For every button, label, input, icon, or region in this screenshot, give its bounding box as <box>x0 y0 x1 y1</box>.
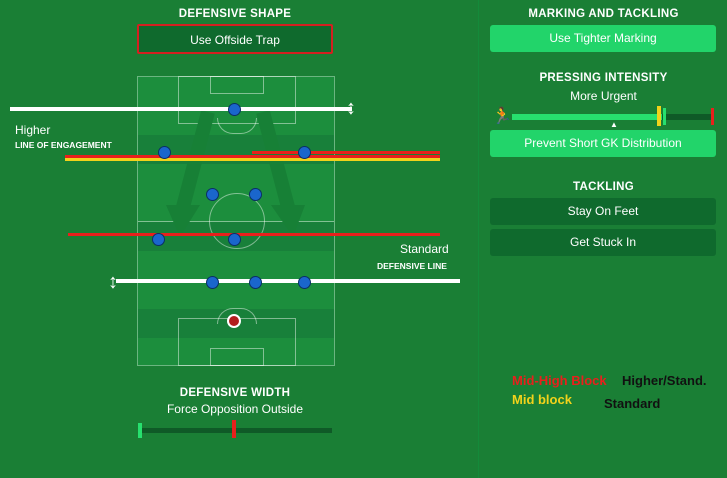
defensive-shape-title: DEFENSIVE SHAPE <box>178 8 292 20</box>
center-circle <box>209 193 265 249</box>
defensive-line-label: DEFENSIVE LINE <box>377 261 447 271</box>
pressing-yellow-marker <box>657 106 661 126</box>
player-right-cm[interactable] <box>249 188 262 201</box>
get-stuck-in-button[interactable]: Get Stuck In <box>490 229 716 256</box>
pressing-slider-handle[interactable] <box>663 108 666 125</box>
tackling-title: TACKLING <box>573 181 634 193</box>
pressing-default-marker-icon: ▲ <box>610 120 618 129</box>
tighter-marking-button[interactable]: Use Tighter Marking <box>490 25 716 52</box>
player-right-cb[interactable] <box>298 276 311 289</box>
defensive-width-value: Force Opposition Outside <box>166 402 304 416</box>
pressing-value: More Urgent <box>570 89 637 103</box>
annotation-mid-block: Mid block <box>512 392 572 407</box>
width-slider-handle[interactable] <box>232 420 236 438</box>
stay-on-feet-button[interactable]: Stay On Feet <box>490 198 716 225</box>
player-goalkeeper[interactable] <box>227 314 241 328</box>
player-dm[interactable] <box>228 233 241 246</box>
width-slider-min-marker <box>138 423 142 438</box>
player-left-wing[interactable] <box>158 146 171 159</box>
annotation-yellow-line <box>65 158 440 161</box>
annotation-mid-high-block: Mid-High Block <box>512 373 607 388</box>
defensive-width-title: DEFENSIVE WIDTH <box>179 387 291 399</box>
defensive-line <box>116 279 460 283</box>
width-slider-track[interactable] <box>140 428 332 433</box>
engagement-line <box>10 107 352 111</box>
player-left-cb[interactable] <box>206 276 219 289</box>
annotation-higher-standard: Higher/Stand. <box>622 373 707 388</box>
annotation-red-line <box>65 155 440 158</box>
defensive-line-value: Standard <box>400 242 449 256</box>
player-right-wing[interactable] <box>298 146 311 159</box>
pressing-slider-fill <box>512 114 662 120</box>
player-left-back[interactable] <box>152 233 165 246</box>
pressing-max-marker <box>711 108 714 125</box>
player-striker[interactable] <box>228 103 241 116</box>
player-center-cb[interactable] <box>249 276 262 289</box>
engagement-line-handle-icon[interactable]: ↕ <box>346 97 356 119</box>
marking-title: MARKING AND TACKLING <box>528 8 679 20</box>
annotation-standard: Standard <box>604 396 661 411</box>
player-left-cm[interactable] <box>206 188 219 201</box>
top-goal-box <box>210 76 264 94</box>
bottom-goal-box <box>210 348 264 366</box>
engagement-value: Higher <box>15 123 51 137</box>
running-man-icon: 🏃 <box>492 108 512 125</box>
panel-divider <box>478 0 479 478</box>
annotation-red-line-short <box>252 151 440 154</box>
pressing-title: PRESSING INTENSITY <box>539 72 668 84</box>
annotation-red-line-mid <box>68 233 440 236</box>
offside-trap-button[interactable]: Use Offside Trap <box>137 24 333 54</box>
engagement-label: LINE OF ENGAGEMENT <box>15 140 112 150</box>
prevent-gk-distribution-button[interactable]: Prevent Short GK Distribution <box>490 130 716 157</box>
defensive-line-handle-icon[interactable]: ↕ <box>108 271 118 293</box>
